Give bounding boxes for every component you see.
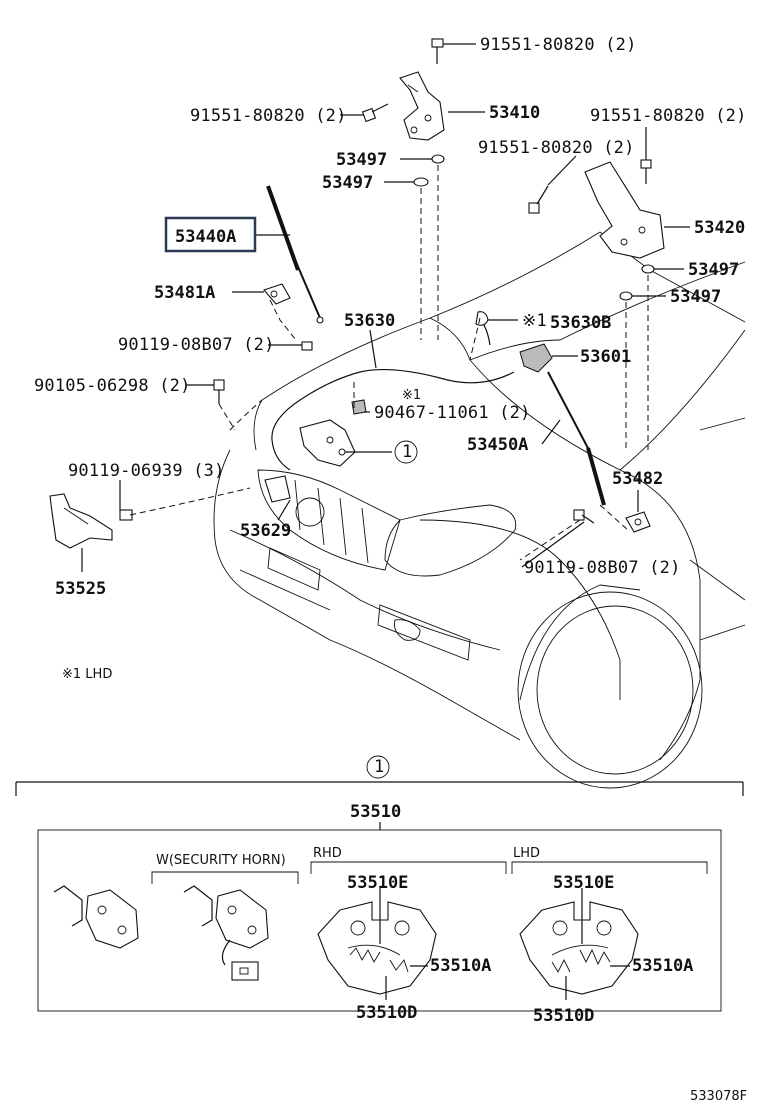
hood-lock-security-horn bbox=[183, 885, 269, 981]
label-lhd-e[interactable]: 53510E bbox=[553, 873, 614, 893]
label-rhd-e[interactable]: 53510E bbox=[347, 873, 408, 893]
label-bolt-top[interactable]: 91551-80820 (2) bbox=[480, 35, 637, 55]
subassembly-box bbox=[37, 829, 722, 1012]
label-cover[interactable]: 53525 bbox=[55, 579, 106, 599]
footnote: ※1 LHD bbox=[62, 667, 112, 682]
hood-lock-lhd bbox=[519, 888, 639, 1000]
label-lhd-a[interactable]: 53510A bbox=[632, 956, 693, 976]
label-washer-3[interactable]: 53497 bbox=[688, 260, 739, 280]
label-clamp-mark: ※1 bbox=[522, 311, 547, 331]
group-ref-digit: 1 bbox=[374, 757, 384, 777]
label-lhd: LHD bbox=[513, 846, 540, 861]
cover-53525 bbox=[49, 493, 113, 549]
hood-lock-in-car bbox=[299, 419, 356, 467]
hood-support-left bbox=[266, 185, 324, 324]
hinge-left-part bbox=[399, 71, 445, 141]
label-bolt-90105[interactable]: 90105-06298 (2) bbox=[34, 376, 191, 396]
label-security-horn: W(SECURITY HORN) bbox=[156, 853, 286, 868]
label-bracket-left[interactable]: 53481A bbox=[154, 283, 215, 303]
ref-one-circle bbox=[394, 440, 418, 464]
hinge-right-part bbox=[584, 161, 665, 259]
bolt-icon-left bbox=[361, 103, 389, 123]
label-guide[interactable]: 53629 bbox=[240, 521, 291, 541]
label-bolt-left[interactable]: 91551-80820 (2) bbox=[190, 106, 347, 126]
label-support-right[interactable]: 53450A bbox=[467, 435, 528, 455]
hood-support-right bbox=[547, 371, 606, 506]
label-leaders bbox=[81, 43, 690, 572]
label-support-left[interactable]: 53440A bbox=[175, 227, 236, 247]
label-hinge-left[interactable]: 53410 bbox=[489, 103, 540, 123]
vehicle-outline bbox=[213, 231, 746, 789]
label-washer-4[interactable]: 53497 bbox=[670, 287, 721, 307]
label-bolt-right-top[interactable]: 91551-80820 (2) bbox=[590, 106, 747, 126]
hood-lock-basic bbox=[53, 885, 139, 949]
label-washer-1[interactable]: 53497 bbox=[336, 150, 387, 170]
bracket-right bbox=[625, 511, 651, 533]
bolt-icon-top bbox=[431, 38, 444, 64]
label-lock-assy[interactable]: 53510 bbox=[350, 802, 401, 822]
label-rhd-d[interactable]: 53510D bbox=[356, 1003, 417, 1023]
bracket-left bbox=[263, 283, 291, 305]
small-bolts bbox=[119, 341, 595, 524]
label-cable[interactable]: 53630 bbox=[344, 311, 395, 331]
group-ref-circle bbox=[366, 755, 390, 779]
diagram-id: 533078F bbox=[690, 1089, 747, 1104]
hood-lock-rhd bbox=[317, 888, 437, 1000]
washer-icons bbox=[413, 154, 655, 301]
ref-one-digit: 1 bbox=[402, 442, 412, 462]
label-bolt-right-mid[interactable]: 91551-80820 (2) bbox=[478, 138, 635, 158]
label-rhd: RHD bbox=[313, 846, 342, 861]
part-labels: 91551-80820 (2) 91551-80820 (2) 53410 91… bbox=[34, 35, 747, 682]
subassembly-section: ① 1 53510 W(SECURITY HORN) RHD LHD bbox=[15, 755, 744, 1026]
bolt-icon-right-mid bbox=[528, 185, 549, 214]
label-lhd-d[interactable]: 53510D bbox=[533, 1006, 594, 1026]
label-hinge-right[interactable]: 53420 bbox=[694, 218, 745, 238]
label-bracket-right[interactable]: 53482 bbox=[612, 469, 663, 489]
label-rhd-a[interactable]: 53510A bbox=[430, 956, 491, 976]
label-clamp[interactable]: 53630B bbox=[550, 313, 611, 333]
label-lever[interactable]: 53601 bbox=[580, 347, 631, 367]
bolt-icon-right-top bbox=[640, 159, 652, 184]
highlight-box bbox=[164, 216, 257, 253]
clamp-part bbox=[475, 311, 489, 326]
label-clip-mark: ※1 bbox=[402, 388, 421, 403]
guide-53629 bbox=[264, 475, 291, 503]
release-lever bbox=[519, 343, 553, 373]
label-bolt-90119-06939[interactable]: 90119-06939 (3) bbox=[68, 461, 225, 481]
label-clip[interactable]: 90467-11061 (2) bbox=[374, 403, 531, 423]
label-bolt-90119-left[interactable]: 90119-08B07 (2) bbox=[118, 335, 275, 355]
label-bolt-90119-right[interactable]: 90119-08B07 (2) bbox=[524, 558, 681, 578]
label-washer-2[interactable]: 53497 bbox=[322, 173, 373, 193]
dashed-leaders bbox=[129, 165, 649, 561]
